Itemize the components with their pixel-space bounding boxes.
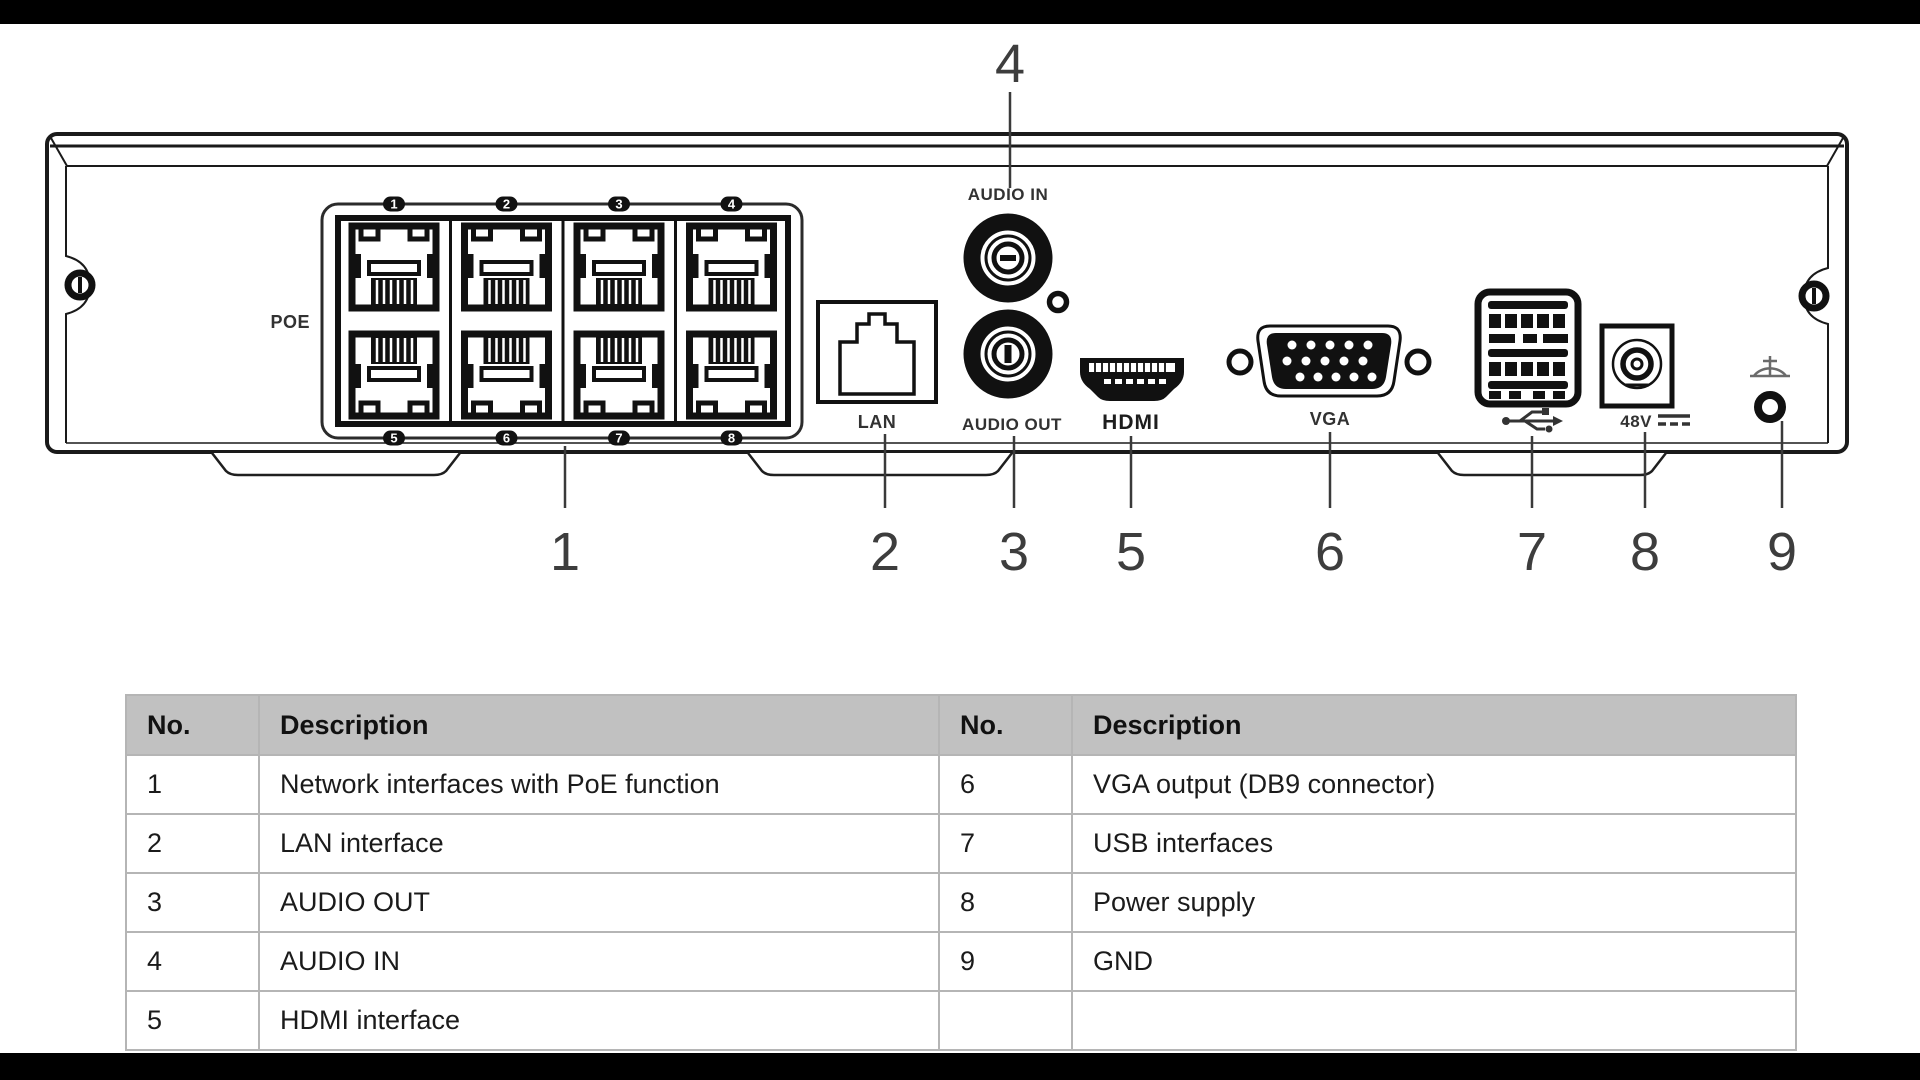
hdmi-label: HDMI: [1102, 411, 1160, 434]
callout-number-5: 5: [1116, 522, 1146, 582]
usb-ports: [1474, 288, 1582, 433]
poe-badge-6: 6: [503, 431, 510, 446]
description-cell: Network interfaces with PoE function: [258, 754, 940, 815]
description-cell: LAN interface: [258, 813, 940, 874]
callout-lines: [563, 92, 1784, 508]
poe-badge-2: 2: [503, 197, 510, 212]
legend-row: 1 Network interfaces with PoE function 6…: [125, 754, 1797, 815]
legend-table: No. Description No. Description 1 Networ…: [125, 694, 1797, 1051]
poe-label: POE: [270, 312, 310, 332]
device-rear-panel-diagram: 1 2 3 4 5 6 7 8 POE LAN: [45, 34, 1849, 582]
description-cell: AUDIO IN: [258, 931, 940, 992]
description-cell: HDMI interface: [258, 990, 940, 1051]
callout-number-4: 4: [995, 34, 1025, 94]
callout-number-7: 7: [1517, 522, 1547, 582]
no-cell: [938, 990, 1073, 1051]
poe-port-badges-top: 1 2 3 4: [383, 196, 743, 212]
no-cell: 9: [938, 931, 1073, 992]
ground-icon: [1750, 356, 1790, 378]
poe-badge-7: 7: [615, 431, 622, 446]
legend-row: 4 AUDIO IN 9 GND: [125, 931, 1797, 992]
poe-port-block: 1 2 3 4 5 6 7 8 POE: [270, 196, 804, 446]
audio-in-jack: AUDIO IN: [963, 185, 1053, 303]
callout-number-6: 6: [1315, 522, 1345, 582]
vga-screw-hole: [1226, 348, 1254, 376]
vga-port: VGA: [1226, 324, 1432, 429]
power-label: 48V: [1620, 412, 1690, 431]
description-cell: USB interfaces: [1071, 813, 1797, 874]
poe-port-badges-bottom: 5 6 7 8: [383, 430, 743, 446]
callout-number-8: 8: [1630, 522, 1660, 582]
legend-row: 3 AUDIO OUT 8 Power supply: [125, 872, 1797, 933]
callout-number-1: 1: [550, 522, 580, 582]
no-cell: 7: [938, 813, 1073, 874]
top-letterbox-bar: [0, 0, 1920, 24]
poe-badge-5: 5: [390, 431, 397, 446]
legend-row: 2 LAN interface 7 USB interfaces: [125, 813, 1797, 874]
description-cell: AUDIO OUT: [258, 872, 940, 933]
description-cell: [1071, 990, 1797, 1051]
audio-in-label: AUDIO IN: [968, 185, 1049, 204]
poe-badge-1: 1: [390, 197, 397, 212]
poe-badge-8: 8: [728, 431, 735, 446]
no-cell: 6: [938, 754, 1073, 815]
header-no-right: No.: [938, 694, 1073, 756]
header-description-left: Description: [258, 694, 940, 756]
legend-header-row: No. Description No. Description: [125, 694, 1797, 756]
no-cell: 5: [125, 990, 260, 1051]
callout-number-2: 2: [870, 522, 900, 582]
callout-number-9: 9: [1767, 522, 1797, 582]
poe-badge-4: 4: [728, 197, 736, 212]
vga-label: VGA: [1310, 409, 1351, 429]
gnd-terminal: [1750, 356, 1790, 423]
power-jack: 48V: [1599, 323, 1690, 431]
no-cell: 4: [125, 931, 260, 992]
no-cell: 1: [125, 754, 260, 815]
callout-number-3: 3: [999, 522, 1029, 582]
dc-voltage-icon: [1658, 414, 1690, 426]
vga-screw-hole: [1404, 348, 1432, 376]
no-cell: 2: [125, 813, 260, 874]
description-cell: GND: [1071, 931, 1797, 992]
legend-table-container: No. Description No. Description 1 Networ…: [125, 694, 1797, 1051]
header-no-left: No.: [125, 694, 260, 756]
bottom-letterbox-bar: [0, 1053, 1920, 1080]
power-voltage-label: 48V: [1620, 412, 1652, 431]
no-cell: 3: [125, 872, 260, 933]
no-cell: 8: [938, 872, 1073, 933]
description-cell: VGA output (DB9 connector): [1071, 754, 1797, 815]
right-mount-screw: [1798, 280, 1830, 312]
audio-out-label: AUDIO OUT: [962, 415, 1062, 434]
description-cell: Power supply: [1071, 872, 1797, 933]
lan-port: LAN: [816, 300, 938, 432]
poe-badge-3: 3: [615, 197, 622, 212]
chassis-feet: [211, 452, 1667, 477]
header-description-right: Description: [1071, 694, 1797, 756]
lan-label: LAN: [858, 412, 897, 432]
usb-icon: [1502, 408, 1563, 433]
hdmi-port: HDMI: [1080, 358, 1184, 434]
panel-hole: [1046, 290, 1070, 314]
left-mount-screw: [64, 269, 96, 301]
gnd-screw: [1754, 391, 1786, 423]
audio-out-jack: AUDIO OUT: [962, 309, 1062, 434]
legend-row: 5 HDMI interface: [125, 990, 1797, 1051]
